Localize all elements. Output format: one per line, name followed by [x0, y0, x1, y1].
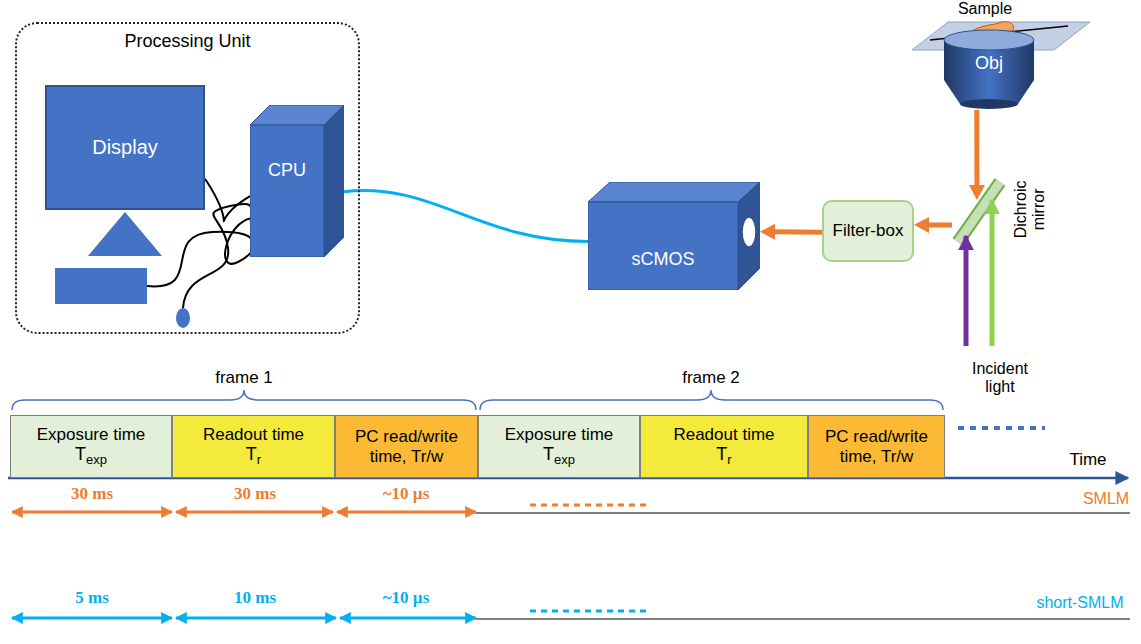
- text-box: Filter-box: [832, 202, 904, 260]
- light-path-arrow: [773, 231, 822, 232]
- processing-unit-group: Processing UnitDisplayCPU: [15, 22, 360, 334]
- duration-label: 5 ms: [75, 588, 109, 608]
- node-text: Readout time: [203, 425, 304, 445]
- dichroic-mirror-node: Dichroic mirror: [952, 200, 1002, 244]
- readout-box: Readout timeTr: [172, 415, 335, 478]
- continuation-dots: [530, 610, 650, 613]
- node-text: Display: [92, 136, 158, 159]
- incident-light-violet: [964, 236, 969, 346]
- display-cable: [205, 179, 250, 222]
- node-text: Dichroic mirror: [1012, 174, 1049, 244]
- light-path-arrow: [974, 110, 979, 187]
- camera-cable: [344, 191, 588, 242]
- node-text: Exposure time: [505, 425, 614, 445]
- text-box: PC read/write time, Tr/w: [812, 416, 941, 477]
- readout-box: Readout timeTr: [640, 415, 808, 478]
- text-box: Dichroic mirror: [1012, 174, 1049, 244]
- frame-label: frame 2: [682, 368, 740, 388]
- duration-arrow: [337, 511, 476, 514]
- node-text: Exposure time: [37, 425, 146, 445]
- text-box: sCMOS: [588, 237, 738, 282]
- mouse-wire: [183, 204, 252, 308]
- sample-label: Sample: [958, 0, 1012, 18]
- duration-label: 10 ms: [234, 588, 276, 608]
- arrow-head: [760, 224, 775, 240]
- light-path-arrow: [976, 110, 977, 187]
- row-line: [476, 513, 1130, 514]
- row-line: [476, 619, 1130, 620]
- cpu-cube: [250, 105, 344, 257]
- frame-brace: [480, 390, 943, 410]
- camera-body: [588, 182, 760, 290]
- text-box: Display: [47, 87, 203, 208]
- frame-label: frame 1: [215, 368, 273, 388]
- duration-label: 30 ms: [71, 484, 113, 504]
- cpu-box: CPU: [250, 105, 344, 257]
- light-path-arrow: [927, 224, 952, 225]
- display-cable: [205, 179, 250, 222]
- duration-label: ~10 µs: [383, 588, 430, 608]
- node-text: Texp: [75, 444, 107, 468]
- text-box: PC read/write time, Tr/w: [340, 416, 473, 477]
- node-text: Tr: [246, 444, 261, 468]
- node-text: sCMOS: [632, 249, 695, 270]
- text-box: CPU: [250, 145, 324, 195]
- exposure-box: Exposure timeTexp: [478, 415, 640, 478]
- text-box: Readout timeTr: [173, 416, 334, 477]
- duration-arrow: [176, 617, 336, 620]
- duration-label: ~10 µs: [383, 484, 430, 504]
- pc-read-write-box: PC read/write time, Tr/w: [335, 415, 478, 478]
- node-text: Obj: [975, 53, 1003, 74]
- node-text: Readout time: [673, 425, 774, 445]
- node-text: CPU: [268, 160, 306, 181]
- node-text: Texp: [543, 444, 575, 468]
- node-text: PC read/write time, Tr/w: [340, 427, 473, 466]
- camera-box: sCMOS: [588, 182, 760, 290]
- duration-label: 30 ms: [234, 484, 276, 504]
- node-text: Tr: [716, 444, 731, 468]
- filter-box: Filter-box: [822, 200, 914, 262]
- arrow-head: [914, 217, 929, 233]
- light-path-arrow: [927, 222, 952, 227]
- text-box: Exposure timeTexp: [11, 416, 171, 477]
- node-text: Processing Unit: [124, 31, 250, 52]
- duration-arrow: [176, 511, 333, 514]
- keyboard-wire: [147, 218, 254, 286]
- frame-brace: [12, 390, 476, 410]
- monitor-stand: [88, 212, 162, 256]
- row-label: short-SMLM: [1036, 594, 1123, 612]
- objective-box: Obj: [938, 28, 1040, 110]
- axis-label: Time: [1069, 450, 1106, 470]
- text-box: Obj: [938, 48, 1040, 78]
- pc-read-write-box: PC read/write time, Tr/w: [808, 415, 945, 478]
- sample-slide: [912, 22, 1090, 50]
- light-path-arrow: [773, 229, 822, 234]
- duration-arrow: [340, 617, 476, 620]
- incident-light-label: Incident light: [960, 360, 1040, 397]
- text-box: Readout timeTr: [641, 416, 807, 477]
- continuation-dots: [958, 426, 1045, 430]
- duration-arrow: [12, 511, 172, 514]
- text-box: Exposure timeTexp: [479, 416, 639, 477]
- camera-cable: [344, 191, 588, 242]
- mouse: [176, 308, 190, 328]
- node-text: PC read/write time, Tr/w: [812, 427, 941, 466]
- exposure-box: Exposure timeTexp: [10, 415, 172, 478]
- continuation-dots: [530, 504, 650, 507]
- node-text: Filter-box: [833, 221, 904, 241]
- text-box: Processing Unit: [17, 28, 358, 54]
- keyboard: [55, 268, 147, 304]
- duration-arrow: [12, 617, 172, 620]
- display-monitor: Display: [45, 85, 205, 210]
- arrow-head: [969, 185, 985, 200]
- row-label: SMLM: [1083, 490, 1129, 508]
- incident-light-green: [990, 200, 995, 346]
